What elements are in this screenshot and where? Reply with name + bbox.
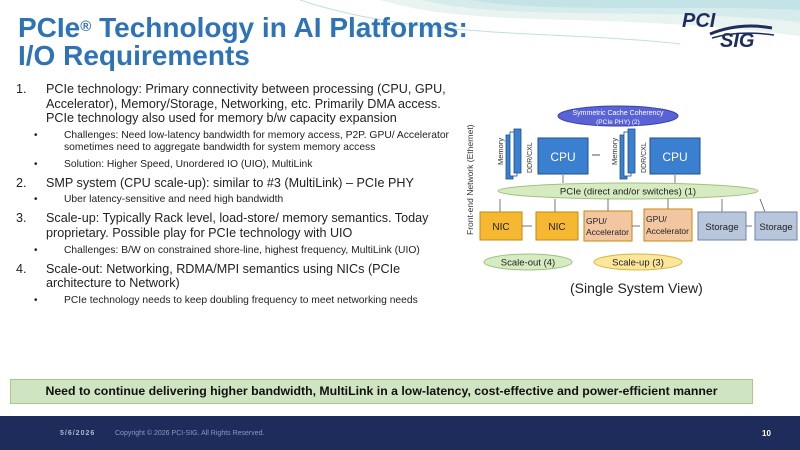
memory-label: Memory [610, 138, 619, 165]
coherency-label-2: (PCIe PHY) (2) [596, 119, 640, 126]
page-title: PCIe® Technology in AI Platforms: I/O Re… [18, 12, 468, 71]
gpu-box [643, 208, 693, 242]
memory-stick [513, 128, 522, 174]
cpu-label: CPU [550, 150, 575, 164]
scale-up-ellipse [593, 253, 683, 271]
page-number: 10 [762, 429, 771, 438]
list-item-3: 3.Scale-up: Typically Rack level, load-s… [16, 211, 429, 240]
pcie-bus-ellipse [497, 182, 759, 200]
key-message-banner: Need to continue delivering higher bandw… [10, 379, 753, 404]
logo-text-pci: PCI [682, 10, 716, 32]
gpu-label-1: GPU/ [646, 214, 667, 224]
nic-label: NIC [492, 222, 509, 233]
gpu-label-1: GPU/ [586, 216, 607, 226]
storage-box [754, 211, 798, 241]
scale-out-ellipse [483, 253, 573, 271]
banner-text: Need to continue delivering higher bandw… [45, 384, 718, 398]
pci-sig-logo: PCI SIG [680, 8, 780, 54]
coherency-ellipse [557, 105, 679, 127]
gpu-label-2: Accelerator [646, 226, 689, 236]
footer-copyright: Copyright © 2026 PCI-SIG. All Rights Res… [115, 430, 265, 437]
cpu-box-left [537, 137, 589, 175]
sub-item: •Challenges: Need low-latency bandwidth … [34, 129, 449, 153]
nic-box [479, 211, 523, 241]
scale-up-label: Scale-up (3) [612, 258, 664, 269]
memory-label: Memory [496, 138, 505, 165]
pcie-bus-label: PCIe (direct and/or switches) (1) [560, 187, 696, 198]
ddr-label: DDR/CXL [527, 142, 534, 173]
requirements-list: 1.PCIe technology: Primary connectivity … [16, 82, 461, 312]
list-item-4: 4.Scale-out: Networking, RDMA/MPI semant… [16, 261, 401, 291]
footer-bar: 5/6/2026 Copyright © 2026 PCI-SIG. All R… [0, 416, 800, 450]
sub-item: •Solution: Higher Speed, Unordered IO (U… [34, 158, 313, 170]
storage-box [697, 211, 747, 241]
nic-label: NIC [548, 222, 565, 233]
list-item-2: 2.SMP system (CPU scale-up): similar to … [16, 175, 414, 190]
nic-box [535, 211, 579, 241]
sub-item: •PCIe technology needs to keep doubling … [34, 294, 418, 306]
top-wave-decoration [299, 0, 800, 45]
storage-label: Storage [705, 222, 738, 233]
memory-stick [627, 128, 636, 174]
storage-label: Storage [759, 222, 792, 233]
ddr-label: DDR/CXL [641, 142, 648, 173]
gpu-label-2: Accelerator [586, 227, 629, 237]
diagram-caption: (Single System View) [570, 280, 703, 296]
gpu-box [583, 210, 633, 242]
coherency-label-1: Symmetric Cache Coherency [572, 110, 664, 117]
logo-swoosh-icon [709, 24, 775, 39]
cpu-label: CPU [662, 150, 687, 164]
front-end-network-label: Front-end Network (Ethernet) [465, 124, 475, 235]
footer-date: 5/6/2026 [60, 430, 96, 437]
system-diagram: Front-end Network (Ethernet) Symmetric C… [465, 105, 798, 271]
list-item-1: 1.PCIe technology: Primary connectivity … [16, 82, 446, 126]
logo-text-sig: SIG [720, 30, 755, 52]
scale-out-label: Scale-out (4) [501, 258, 555, 269]
sub-item: •Uber latency-sensitive and need high ba… [34, 194, 284, 206]
cpu-box-right [649, 137, 701, 175]
sub-item: •Challenges: B/W on constrained shore-li… [34, 244, 420, 256]
